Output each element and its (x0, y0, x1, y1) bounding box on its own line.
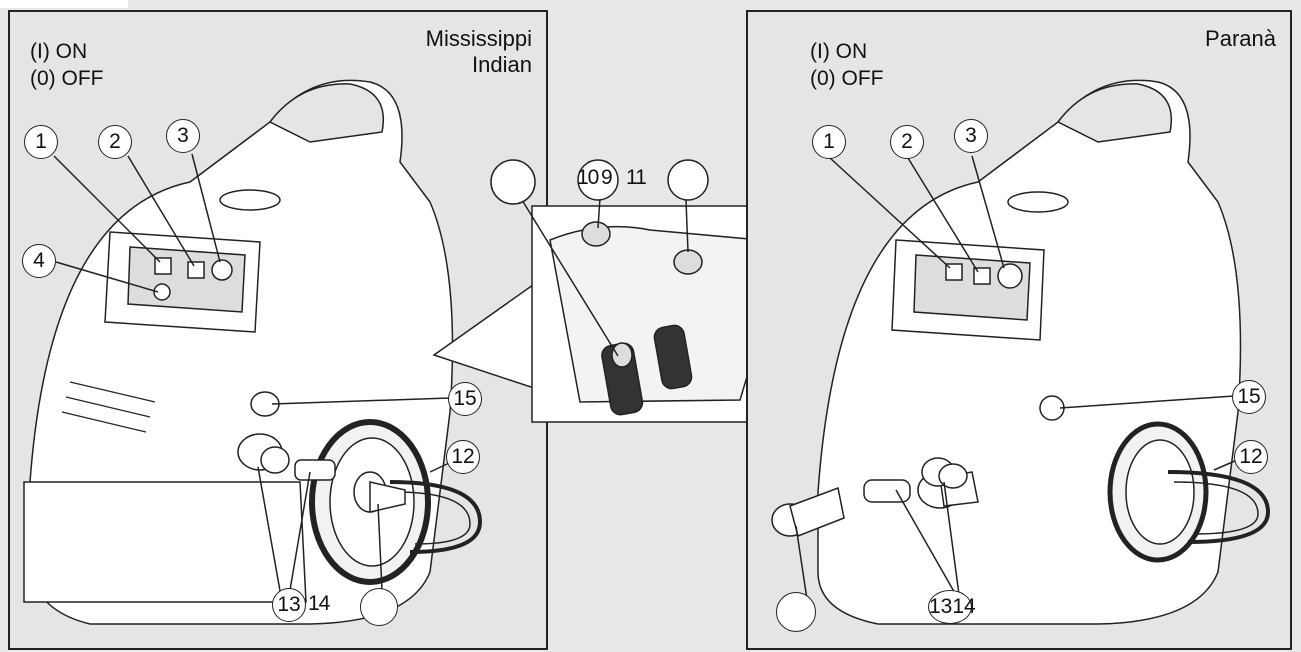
top-tab (0, 0, 128, 8)
callout-blank-right (776, 592, 816, 632)
model-name-line-1: Mississippi (425, 26, 532, 51)
callout-4: 4 (22, 244, 56, 278)
callout-blank-center-right (667, 159, 709, 201)
label-11: 11 (626, 166, 647, 189)
callout-12-right: 12 (1234, 440, 1268, 474)
model-title-right: Paranà (1205, 26, 1276, 51)
label-10: 10 (577, 166, 599, 189)
callout-15: 15 (448, 382, 482, 416)
callout-blank-left (360, 588, 398, 626)
off-label-right: (0) OFF (810, 67, 884, 90)
model-name-line-2: Indian (472, 52, 532, 77)
callout-2: 2 (98, 125, 132, 159)
callout-3-right: 3 (954, 119, 988, 153)
label-14: 14 (308, 592, 330, 615)
panel-parana: Paranà (I) ON (0) OFF 1 2 3 15 12 1314 (746, 10, 1292, 650)
label-9: 9 (601, 166, 613, 189)
callout-1-right: 1 (812, 125, 846, 159)
callout-15-right: 15 (1232, 380, 1266, 414)
machine-drawing-right (771, 79, 1271, 625)
on-label-right: (I) ON (810, 40, 868, 63)
callout-2-right: 2 (890, 125, 924, 159)
model-title: Mississippi Indian (426, 26, 532, 78)
panel-mississippi-indian: Mississippi Indian (I) ON (0) OFF 1 2 3 … (8, 10, 548, 650)
callout-10 (577, 159, 619, 201)
callout-13: 13 (272, 588, 306, 622)
on-off-legend: (I) ON (0) OFF (30, 38, 104, 92)
callout-3: 3 (166, 119, 200, 153)
callout-12: 12 (446, 440, 480, 474)
on-off-legend-right: (I) ON (0) OFF (810, 38, 884, 92)
callout-13-14-right: 1314 (928, 590, 976, 624)
on-label: (I) ON (30, 40, 88, 63)
callout-1: 1 (24, 125, 58, 159)
off-label: (0) OFF (30, 67, 104, 90)
callout-blank-center-left (490, 159, 536, 205)
machine-drawing-left (23, 79, 483, 625)
